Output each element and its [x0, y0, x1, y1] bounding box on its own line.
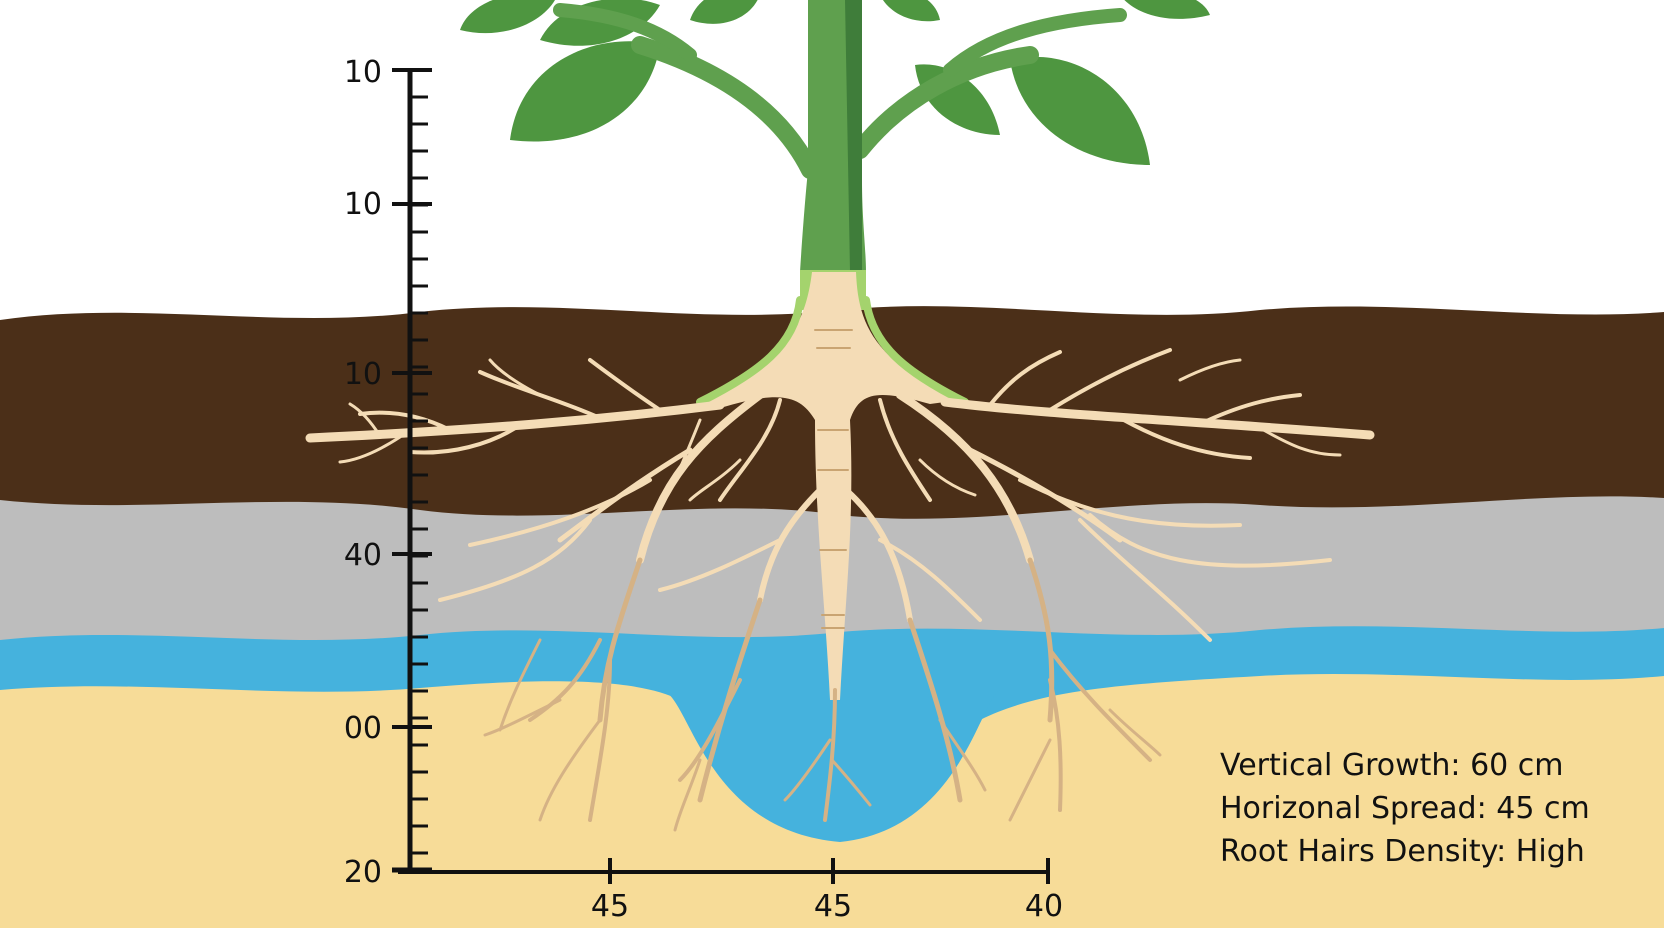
root-branch	[1258, 426, 1342, 457]
root-branch	[757, 487, 823, 603]
depth-label-2: 10	[344, 357, 382, 392]
root-branch	[1048, 678, 1063, 812]
depth-ruler-ticks	[410, 95, 428, 855]
root-branch	[358, 410, 452, 432]
depth-label-4: 00	[344, 711, 382, 746]
leaf-icon	[1010, 56, 1150, 165]
root-branch	[438, 518, 592, 602]
root-branch	[1078, 518, 1212, 642]
root-branch	[1048, 348, 1172, 412]
leaf-cluster	[460, 0, 1210, 165]
horizontal-spread-text: Horizonal Spread: 45 cm	[1220, 791, 1590, 826]
root-branch	[918, 458, 977, 497]
collar-edge-left	[696, 296, 804, 406]
root-branch	[597, 557, 643, 723]
root-branch	[305, 400, 725, 443]
root-branch	[668, 418, 702, 492]
depth-label-1: 10	[344, 187, 382, 222]
branch	[553, 3, 697, 62]
root-branch	[498, 638, 542, 732]
root-branch	[1008, 738, 1052, 822]
leaf-icon	[460, 0, 555, 34]
spread-label-2: 40	[1025, 889, 1063, 924]
root-branch	[488, 358, 542, 397]
branch	[943, 8, 1127, 77]
root-branch	[408, 423, 522, 455]
taproot	[698, 272, 960, 700]
vertical-growth-text: Vertical Growth: 60 cm	[1220, 748, 1564, 783]
root-branch	[830, 758, 872, 807]
lateral-roots	[305, 348, 1375, 642]
root-branch	[1198, 393, 1302, 426]
root-branch	[338, 435, 402, 464]
spread-axis: 45 45 40	[398, 858, 1063, 924]
root-branch	[1118, 416, 1252, 460]
spread-label-0: 45	[591, 889, 629, 924]
root-stats: Vertical Growth: 60 cm Horizonal Spread:…	[1220, 744, 1590, 873]
root-branch	[1027, 557, 1055, 723]
depth-ruler: 10 10 10 40 00 20	[344, 55, 432, 890]
stem-shadow	[845, 0, 862, 272]
root-branch	[938, 718, 987, 792]
root-branch	[988, 350, 1062, 407]
root-branch	[697, 597, 763, 803]
root-hairs-density-text: Root Hairs Density: High	[1220, 834, 1585, 869]
root-branch	[688, 458, 742, 502]
root-branch	[636, 391, 764, 564]
root-branch	[1018, 478, 1242, 528]
leaf-icon	[1124, 0, 1210, 19]
leaf-icon	[510, 41, 660, 142]
root-branch	[1048, 648, 1152, 762]
depth-label-0: 10	[344, 55, 382, 90]
root-branch	[483, 698, 562, 737]
root-branch	[588, 358, 662, 412]
root-system-icon	[305, 272, 1375, 832]
depth-label-3: 40	[344, 538, 382, 573]
root-branch	[878, 538, 982, 622]
root-branch	[878, 398, 932, 502]
branch	[851, 46, 1039, 159]
root-branch	[907, 617, 963, 803]
root-branch	[588, 658, 612, 822]
root-branch	[468, 478, 652, 547]
collar-edge-right	[862, 296, 969, 406]
root-branch	[1088, 513, 1332, 568]
root-branch	[718, 398, 782, 502]
root-branch	[673, 758, 702, 832]
root-branch	[940, 397, 1375, 440]
root-branch	[528, 638, 602, 722]
taproot-rings	[814, 329, 853, 629]
root-branch	[658, 538, 782, 592]
root-branch	[678, 678, 742, 782]
sand-layer	[0, 674, 1664, 928]
branch	[631, 36, 819, 179]
root-branch	[783, 738, 832, 802]
leaf-icon	[690, 0, 758, 24]
root-branch	[1108, 708, 1162, 757]
leaf-icon	[883, 0, 940, 22]
root-branch	[538, 718, 602, 822]
root-branch	[1178, 358, 1242, 382]
deep-roots	[483, 557, 1162, 832]
root-branch	[896, 391, 1034, 564]
depth-label-5: 20	[344, 855, 382, 890]
root-branch	[348, 402, 382, 438]
spread-label-1: 45	[814, 889, 852, 924]
